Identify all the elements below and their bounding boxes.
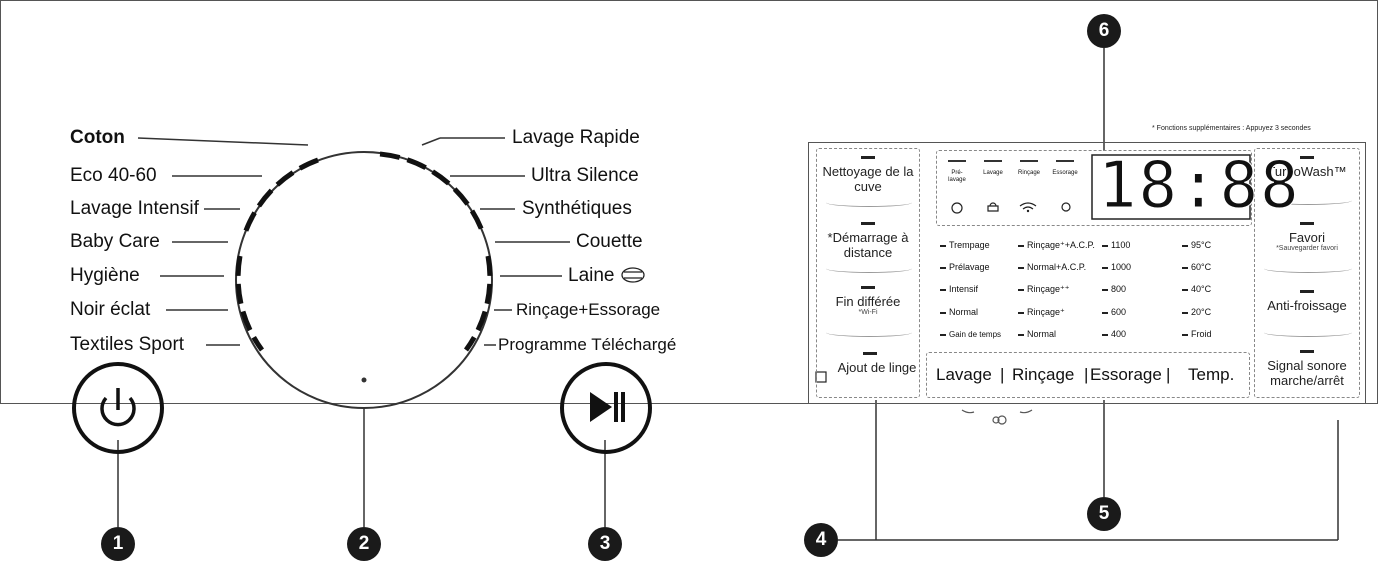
program-label: Noir éclat bbox=[70, 299, 151, 320]
indicator-label: Essorage bbox=[1052, 170, 1078, 176]
phase-separator: | bbox=[1084, 365, 1089, 384]
option-item: Normal bbox=[940, 307, 978, 318]
option-item: Rinçage⁺⁺ bbox=[1018, 284, 1070, 295]
program-label: Couette bbox=[576, 231, 643, 252]
favorite-button[interactable]: Favori*Sauvegarder favori bbox=[1258, 222, 1356, 253]
option-item: 800 bbox=[1102, 284, 1126, 295]
option-item: Trempage bbox=[940, 240, 990, 251]
start-pause-button[interactable] bbox=[560, 362, 652, 454]
indicator-label: Pré-lavage bbox=[948, 170, 966, 183]
indicator-bar bbox=[948, 160, 966, 162]
program-label: Rinçage+Essorage bbox=[516, 300, 661, 319]
option-item: 1000 bbox=[1102, 262, 1131, 273]
callout-6: 6 bbox=[1087, 14, 1121, 48]
program-label: Ultra Silence bbox=[531, 165, 639, 186]
phase-separator: | bbox=[1166, 365, 1171, 384]
indicator-bar bbox=[984, 160, 1002, 162]
power-button[interactable] bbox=[72, 362, 164, 454]
program-label: Lavage Rapide bbox=[512, 127, 640, 148]
anti-crease-button[interactable]: Anti-froissage bbox=[1258, 290, 1356, 313]
program-label: Lavage Intensif bbox=[70, 198, 199, 219]
callout-4: 4 bbox=[804, 523, 838, 557]
phase-label: Temp. bbox=[1188, 365, 1235, 384]
indicator-bar bbox=[1020, 160, 1038, 162]
option-item: 1100 bbox=[1102, 240, 1130, 251]
cleaning-button[interactable]: Nettoyage de la cuve bbox=[820, 156, 916, 194]
right-button-group bbox=[1254, 148, 1360, 398]
option-item: Prélavage bbox=[940, 262, 990, 273]
indicator-bar bbox=[1056, 160, 1074, 162]
phase-label: Essorage bbox=[1090, 365, 1162, 384]
program-label: Coton bbox=[70, 127, 125, 148]
delay-end-button[interactable]: Fin différée*Wi-Fi bbox=[820, 286, 916, 317]
option-item: Gain de temps bbox=[940, 329, 1001, 340]
callout-3: 3 bbox=[588, 527, 622, 561]
phase-label: Rinçage bbox=[1012, 365, 1075, 384]
option-item: 95°C bbox=[1182, 240, 1211, 251]
callout-2: 2 bbox=[347, 527, 381, 561]
program-label: Baby Care bbox=[70, 231, 160, 252]
option-item: Intensif bbox=[940, 284, 978, 295]
divider bbox=[1264, 196, 1352, 205]
divider bbox=[826, 264, 912, 273]
turbowash-button[interactable]: TurboWash™ bbox=[1258, 156, 1356, 179]
phase-area bbox=[926, 352, 1250, 398]
option-item: Froid bbox=[1182, 329, 1212, 340]
phase-separator: | bbox=[1000, 365, 1005, 384]
program-label: Programme Téléchargé bbox=[498, 335, 677, 354]
indicator-area bbox=[936, 150, 1252, 226]
divider bbox=[1264, 264, 1352, 273]
divider bbox=[826, 198, 912, 207]
option-item: Normal+A.C.P. bbox=[1018, 262, 1086, 273]
indicator-label: Lavage bbox=[983, 170, 1003, 176]
program-label: Synthétiques bbox=[522, 198, 632, 219]
program-label: Eco 40-60 bbox=[70, 165, 157, 186]
sound-toggle-button[interactable]: Signal sonore marche/arrêt bbox=[1258, 350, 1356, 388]
remote-start-button[interactable]: *Démarrage à distance bbox=[820, 222, 916, 260]
digital-display: 18:88 bbox=[1098, 149, 1301, 224]
program-label: Textiles Sport bbox=[70, 334, 185, 355]
program-label: Hygiène bbox=[70, 265, 140, 286]
left-button-group bbox=[816, 148, 920, 398]
indicator-label: Rinçage bbox=[1017, 170, 1040, 176]
display-panel bbox=[808, 142, 1366, 404]
option-item: 40°C bbox=[1182, 284, 1211, 295]
divider bbox=[826, 328, 912, 337]
callout-5: 5 bbox=[1087, 497, 1121, 531]
control-panel-outline bbox=[0, 0, 1378, 404]
option-item: 400 bbox=[1102, 329, 1126, 340]
option-item: 20°C bbox=[1182, 307, 1211, 318]
add-laundry-button[interactable]: Ajout de linge bbox=[822, 352, 918, 375]
callout-1: 1 bbox=[101, 527, 135, 561]
option-item: 600 bbox=[1102, 307, 1126, 318]
note-text: * Fonctions supplémentaires : Appuyez 3 … bbox=[1152, 125, 1311, 132]
option-item: Rinçage⁺ bbox=[1018, 307, 1065, 318]
phase-label: Lavage bbox=[936, 365, 992, 384]
option-item: Normal bbox=[1018, 329, 1056, 340]
program-label: Laine bbox=[568, 265, 615, 286]
option-item: 60°C bbox=[1182, 262, 1211, 273]
divider bbox=[1264, 328, 1352, 337]
option-item: Rinçage⁺+A.C.P. bbox=[1018, 240, 1095, 251]
